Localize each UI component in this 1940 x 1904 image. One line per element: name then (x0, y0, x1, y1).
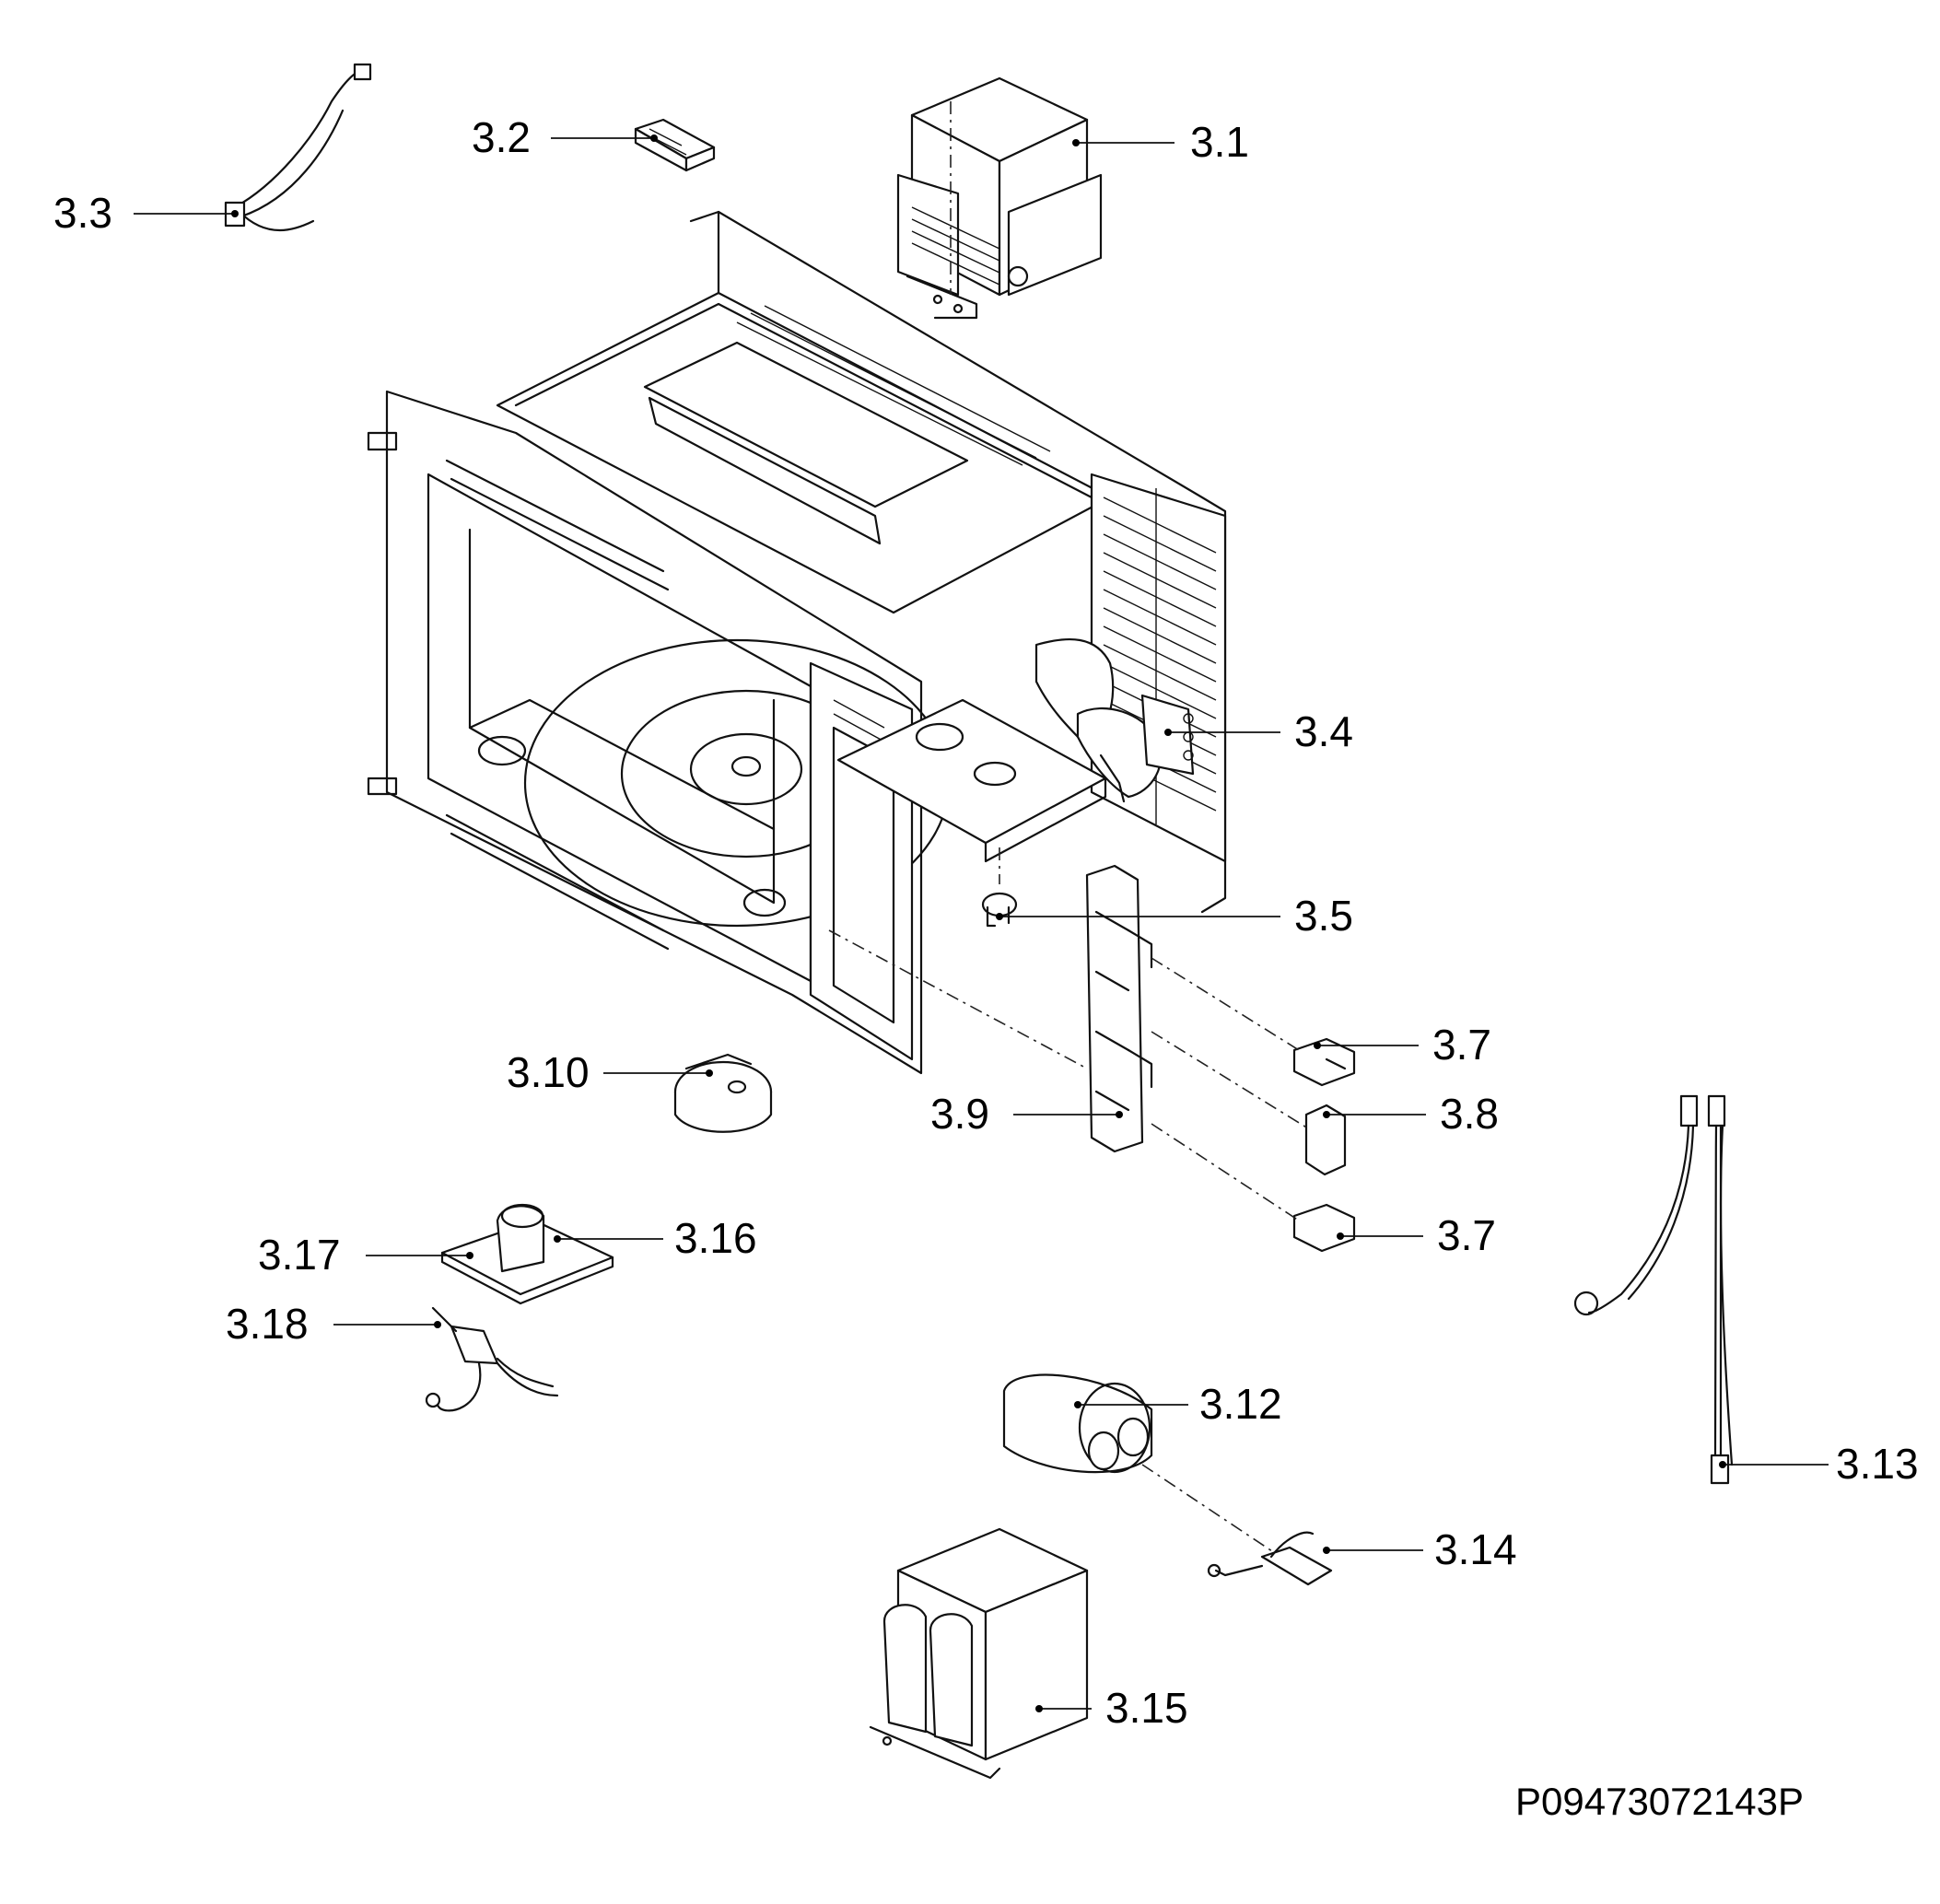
label-part-3-4: 3.4 (1294, 707, 1353, 755)
label-part-3-8: 3.8 (1440, 1090, 1499, 1138)
label-part-3-1: 3.1 (1190, 118, 1249, 166)
part-micro-switch-middle (1304, 1104, 1347, 1176)
label-part-3-5: 3.5 (1294, 892, 1353, 940)
label-part-3-12: 3.12 (1199, 1380, 1282, 1428)
label-part-3-15: 3.15 (1105, 1684, 1188, 1732)
label-part-3-14: 3.14 (1434, 1525, 1517, 1573)
label-part-3-13: 3.13 (1836, 1440, 1919, 1488)
part-turntable-motor (673, 1053, 773, 1133)
label-part-3-3: 3.3 (53, 189, 112, 237)
label-part-3-17: 3.17 (258, 1231, 341, 1279)
label-part-3-2: 3.2 (472, 113, 531, 161)
part-fan-motor (1034, 637, 1195, 803)
part-micro-switch-lower (1292, 1203, 1356, 1253)
part-hv-diode (1207, 1531, 1333, 1586)
part-hv-capacitor (1002, 1373, 1153, 1474)
part-magnetron (896, 76, 1103, 320)
label-part-3-7-upper: 3.7 (1432, 1021, 1491, 1069)
part-switch-holder (1085, 864, 1153, 1153)
part-hv-wire (1573, 1094, 1734, 1485)
part-fuse-holder (425, 1306, 559, 1412)
label-part-3-7-lower: 3.7 (1437, 1211, 1496, 1259)
leader-lines (134, 134, 1829, 1712)
part-micro-switch-upper (1292, 1037, 1356, 1087)
label-part-3-16: 3.16 (674, 1214, 757, 1262)
part-wire-3-3 (224, 63, 372, 232)
label-part-3-18: 3.18 (226, 1300, 309, 1348)
part-bracket-3-2 (634, 118, 716, 172)
label-part-3-10: 3.10 (507, 1048, 590, 1096)
part-thermostat (981, 847, 1018, 928)
part-hv-transformer (869, 1527, 1089, 1780)
label-part-3-9: 3.9 (930, 1090, 989, 1138)
drawing-code: P09473072143P (1515, 1780, 1804, 1823)
